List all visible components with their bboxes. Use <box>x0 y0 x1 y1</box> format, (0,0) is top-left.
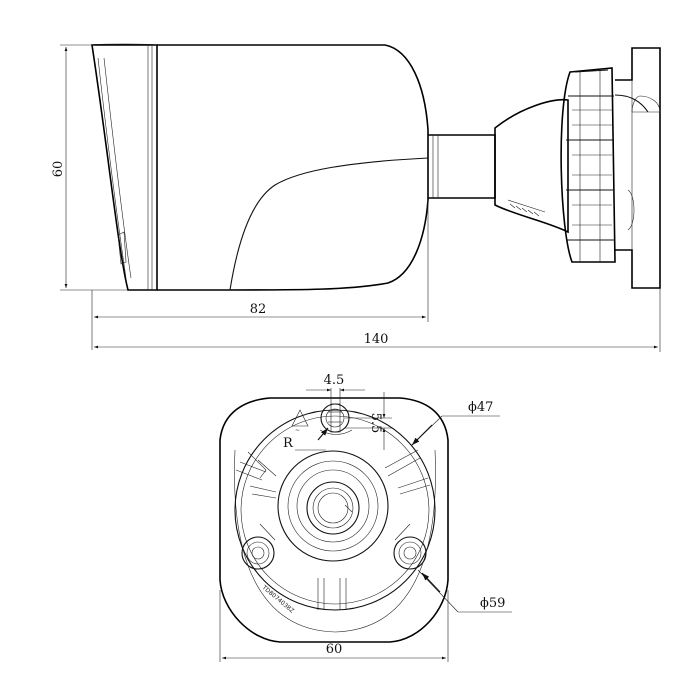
dimension-slot-width: 4.5 <box>306 373 365 406</box>
ribs <box>235 449 431 610</box>
rotation-label: R <box>283 436 294 451</box>
dim-inner-circle-label: ϕ47 <box>468 400 493 415</box>
cable-slot <box>319 403 353 435</box>
dimension-housing-length: 82 <box>91 200 429 350</box>
dim-height-label: 60 <box>51 161 66 178</box>
dim-hole-circle-label: ϕ59 <box>480 596 505 611</box>
warning-mark: ~ <box>295 427 300 434</box>
dimension-base-width: 60 <box>219 590 449 662</box>
mount-arm <box>428 98 569 234</box>
dimension-total-length: 140 <box>94 288 661 352</box>
bottom-view: ~ R 4.5 5.5 ϕ47 <box>219 373 512 662</box>
dimension-height: 60 <box>51 44 128 291</box>
side-view: 60 82 140 <box>51 43 661 352</box>
ball-joint <box>560 67 616 263</box>
dimension-slot-depth: 5.5 <box>345 392 392 450</box>
mounting-hole-left <box>241 536 275 570</box>
warning-triangle-icon <box>291 409 309 427</box>
center-boss <box>277 450 389 562</box>
dim-base-width-label: 60 <box>326 642 343 657</box>
dimension-inner-circle: ϕ47 <box>410 400 500 447</box>
dim-housing-length-label: 82 <box>250 302 267 317</box>
dim-total-length-label: 140 <box>364 332 389 347</box>
wall-plate <box>614 47 661 289</box>
dim-slot-depth-label: 5.5 <box>368 413 383 434</box>
outer-circle <box>234 409 436 611</box>
mounting-hole-right <box>393 536 427 570</box>
camera-housing <box>91 43 429 291</box>
base-outline <box>219 397 449 643</box>
dimension-hole-circle: ϕ59 <box>417 569 512 613</box>
dim-slot-width-label: 4.5 <box>324 373 345 388</box>
